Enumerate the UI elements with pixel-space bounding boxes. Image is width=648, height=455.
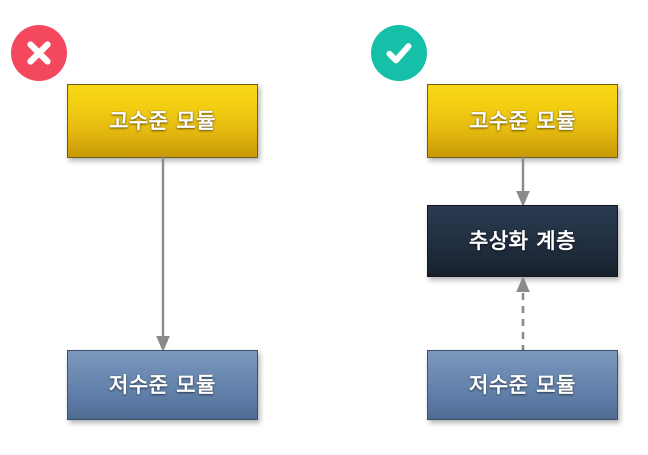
node-abstraction-layer[interactable]: 추상화 계층 [427, 205, 618, 277]
connector-low-to-abstraction-dashed [508, 276, 538, 352]
cross-icon [11, 25, 67, 81]
node-low-level-module-good[interactable]: 저수준 모듈 [427, 350, 618, 420]
node-label: 고수준 모듈 [469, 108, 576, 133]
check-icon [371, 25, 427, 81]
connector-high-to-abstraction-solid [508, 156, 538, 207]
node-high-level-module-good[interactable]: 고수준 모듈 [427, 84, 618, 158]
node-label: 추상화 계층 [469, 228, 576, 253]
node-low-level-module-bad[interactable]: 저수준 모듈 [67, 350, 258, 420]
node-high-level-module-bad[interactable]: 고수준 모듈 [67, 84, 258, 158]
node-label: 저수준 모듈 [109, 372, 216, 397]
node-label: 저수준 모듈 [469, 372, 576, 397]
node-label: 고수준 모듈 [109, 108, 216, 133]
connector-high-to-low-solid [148, 156, 178, 352]
